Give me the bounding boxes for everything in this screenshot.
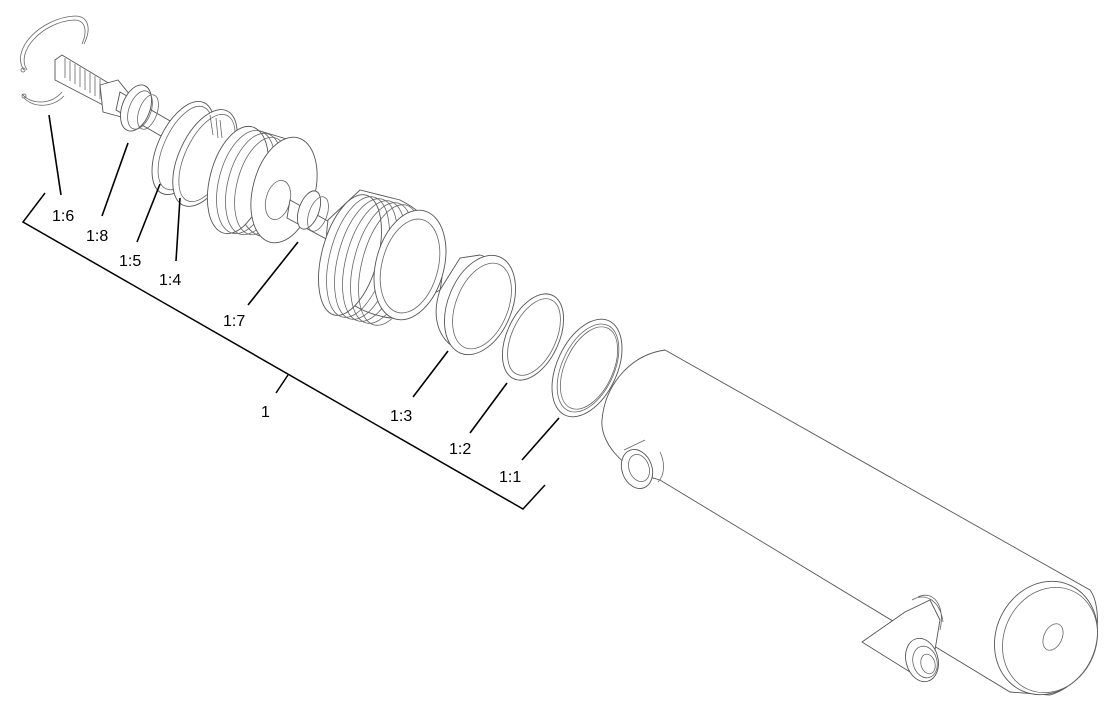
callout-1-2: 1:2 [449, 441, 472, 458]
callout-1-7: 1:7 [223, 313, 246, 330]
rod-collar-part [120, 84, 159, 132]
backup-ring-part [551, 318, 623, 418]
callout-1-6: 1:6 [52, 208, 75, 225]
callout-1-5: 1:5 [119, 253, 142, 270]
callout-1-4: 1:4 [159, 272, 182, 289]
spacer-part [286, 190, 336, 243]
callout-1-1: 1:1 [499, 469, 522, 486]
o-ring-part [502, 293, 564, 381]
piston-part [318, 189, 447, 326]
retaining-ring-part [20, 15, 89, 106]
leader-lines [48, 114, 560, 461]
assembly-bracket [21, 192, 546, 510]
wear-ring-part [435, 254, 516, 356]
cylinder-barrel-part [601, 349, 1098, 696]
callout-1-3: 1:3 [390, 408, 413, 425]
callout-assembly-1: 1 [261, 404, 270, 421]
callout-1-8: 1:8 [86, 228, 109, 245]
